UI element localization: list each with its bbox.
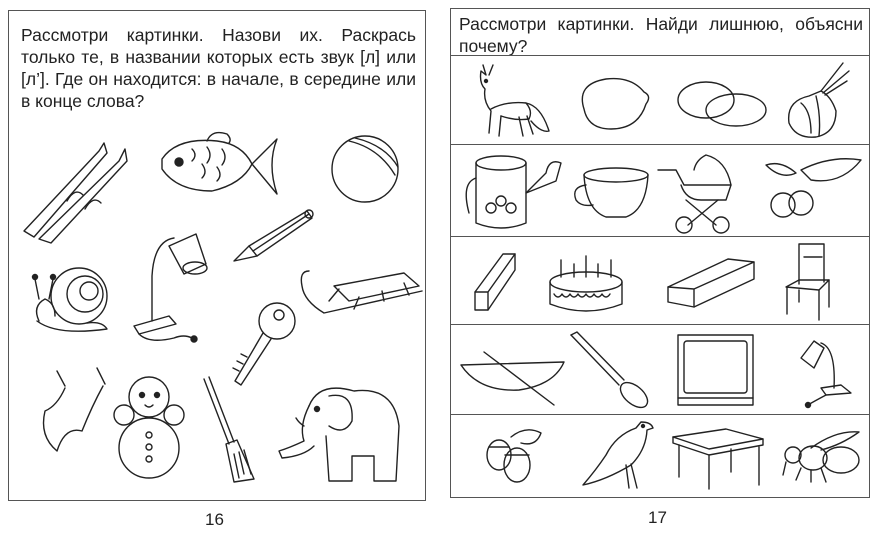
onion-picture	[781, 61, 853, 139]
pencil-case-picture	[666, 257, 756, 312]
instruction-text-right: Рассмотри картинки. Найди лишнюю, объясн…	[459, 14, 863, 56]
chair-picture	[784, 242, 834, 322]
page-number-left: 16	[205, 510, 224, 529]
key-picture	[227, 301, 297, 391]
picture-row-5	[451, 414, 869, 498]
lemon-picture	[576, 74, 651, 132]
ball-picture	[329, 133, 401, 205]
fox-picture	[471, 61, 551, 141]
cup-picture	[571, 165, 651, 225]
snail-picture	[27, 261, 112, 336]
desk-lamp-picture	[124, 226, 214, 351]
broom-picture	[199, 374, 259, 484]
picture-row-3	[451, 236, 869, 325]
desk-lamp-picture-2	[796, 333, 856, 409]
baby-stroller-picture	[656, 150, 741, 235]
jump-rope-picture	[37, 366, 112, 456]
picture-row-2	[451, 144, 869, 237]
watering-can-picture	[461, 153, 566, 233]
table-picture	[671, 427, 766, 492]
raspberries-picture	[761, 155, 866, 230]
roly-poly-doll-picture	[109, 373, 189, 483]
instruction-text-left: Рассмотри картинки. Назови их. Раскрась …	[21, 25, 416, 111]
page-number-right: 17	[648, 508, 667, 527]
pigeon-picture	[581, 420, 656, 495]
sled-picture	[294, 261, 424, 321]
potatoes-picture	[676, 78, 768, 128]
picture-row-4	[451, 324, 869, 415]
worksheet-page-right: Рассмотри картинки. Найди лишнюю, объясн…	[450, 8, 870, 498]
skis-picture	[19, 131, 134, 244]
pencil-picture	[229, 206, 314, 266]
picture-row-1	[451, 55, 869, 145]
fish-picture	[157, 129, 282, 204]
block-picture	[473, 252, 518, 312]
cake-picture	[546, 252, 626, 317]
acorns-picture	[481, 425, 546, 485]
spoon-picture	[569, 330, 654, 410]
boat-picture	[459, 350, 569, 406]
tv-picture	[676, 333, 756, 408]
elephant-picture	[274, 376, 409, 486]
worksheet-page-left: Рассмотри картинки. Назови их. Раскрась …	[8, 10, 426, 501]
bee-picture	[781, 430, 861, 485]
